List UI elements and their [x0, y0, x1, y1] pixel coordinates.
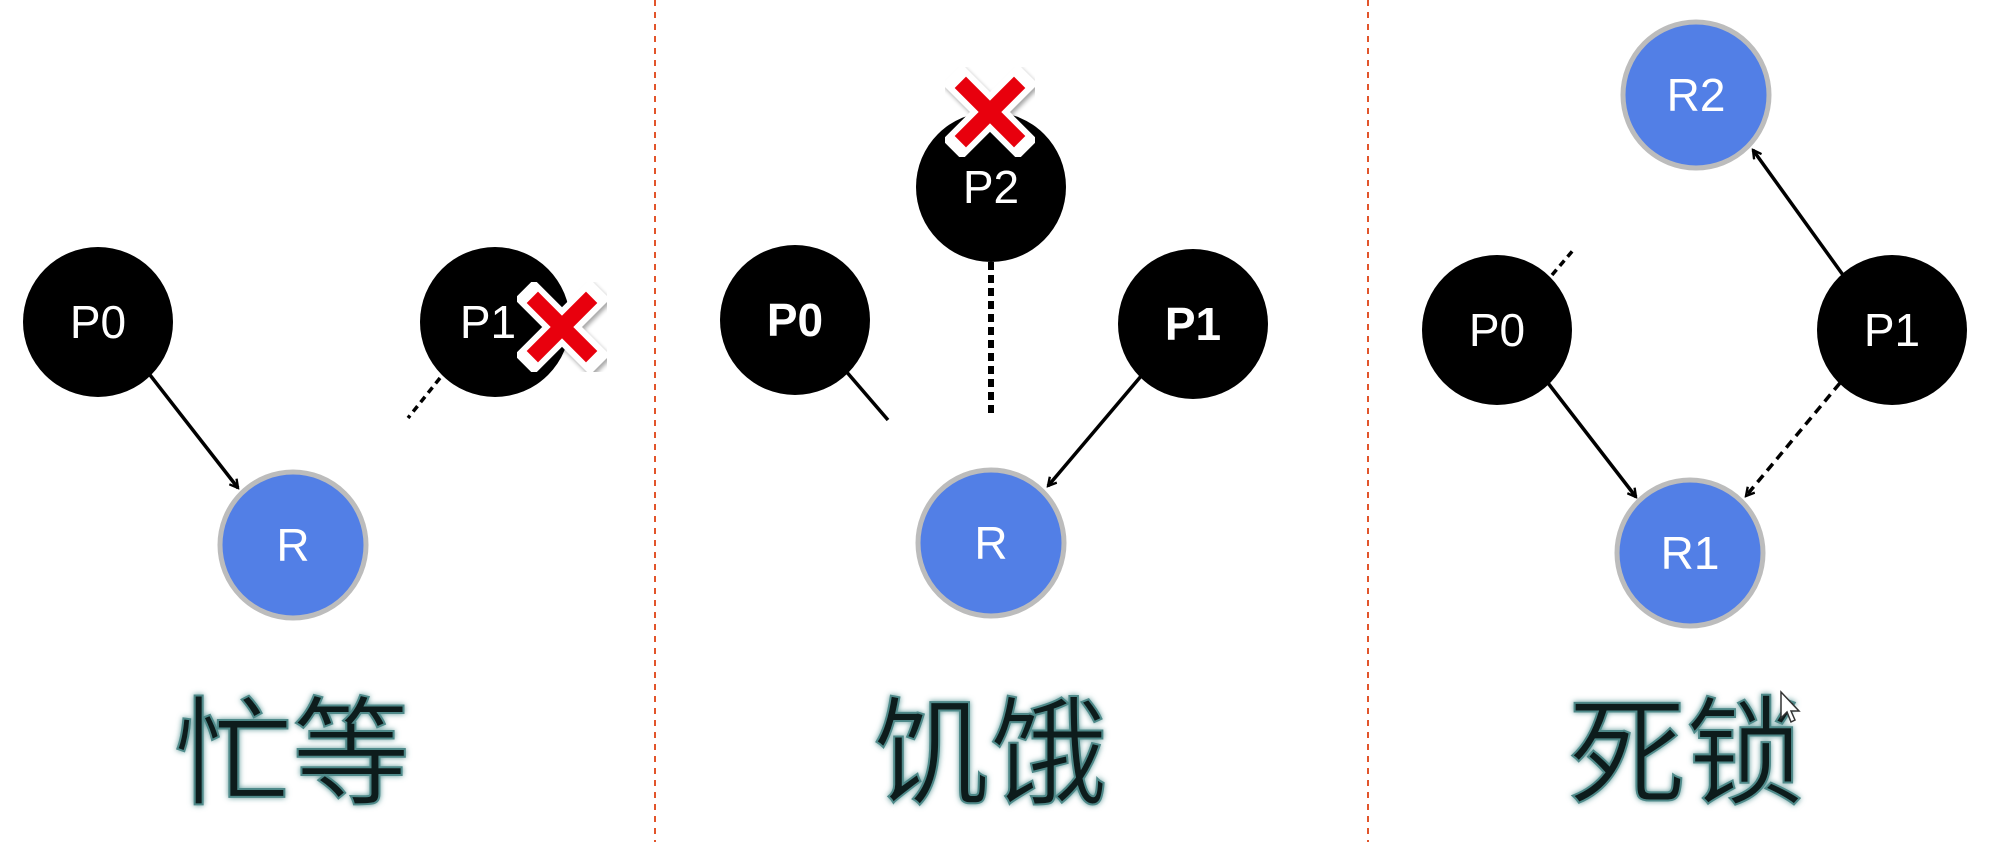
edge-p1-to-r1-dashed — [1746, 381, 1842, 496]
cross-icon — [514, 279, 610, 375]
node-label-r: R — [276, 519, 309, 571]
node-label-p0: P0 — [767, 294, 823, 346]
node-label-p1: P1 — [1165, 298, 1221, 350]
edge-p1-to-r2 — [1753, 150, 1845, 277]
node-label-p0: P0 — [1469, 304, 1525, 356]
caption-starvation: 饥饿 — [872, 685, 1108, 823]
node-label-p2: P2 — [963, 161, 1019, 213]
edge-p1-to-r — [1048, 373, 1144, 486]
process-node-p2: P2 — [916, 112, 1066, 262]
process-node-p1: P1 — [1118, 249, 1268, 399]
caption-deadlock: 死锁 — [1568, 685, 1804, 823]
edge-p0-to-r1 — [1546, 381, 1636, 497]
edge-p1-dashed — [406, 376, 442, 420]
node-label-p1: P1 — [460, 296, 516, 348]
panel-starvation: P0 P1 P2 R 饥饿 — [720, 64, 1268, 824]
cross-icon — [942, 64, 1038, 160]
process-node-p0: P0 — [23, 247, 173, 397]
node-label-r2: R2 — [1667, 69, 1726, 121]
edge-p0-to-r — [148, 373, 238, 488]
node-label-p0: P0 — [70, 296, 126, 348]
resource-node-r: R — [217, 469, 369, 621]
process-node-p0: P0 — [1422, 255, 1572, 405]
cursor-icon — [1780, 690, 1801, 724]
resource-node-r1: R1 — [1614, 477, 1766, 629]
panel-deadlock: P0 P1 R2 R1 死锁 — [1422, 19, 1967, 824]
caption-busy-wait: 忙等 — [174, 685, 410, 823]
panel-busy-wait: P0 P1 R 忙等 — [23, 247, 610, 824]
edge-p0-dashed-stub — [1550, 246, 1577, 277]
resource-node-r2: R2 — [1620, 19, 1772, 171]
node-label-p1: P1 — [1864, 304, 1920, 356]
edge-p0-solid — [843, 368, 890, 422]
process-node-p0: P0 — [720, 245, 870, 395]
process-node-p1: P1 — [1817, 255, 1967, 405]
node-label-r: R — [974, 517, 1007, 569]
resource-node-r: R — [915, 467, 1067, 619]
node-label-r1: R1 — [1661, 527, 1720, 579]
